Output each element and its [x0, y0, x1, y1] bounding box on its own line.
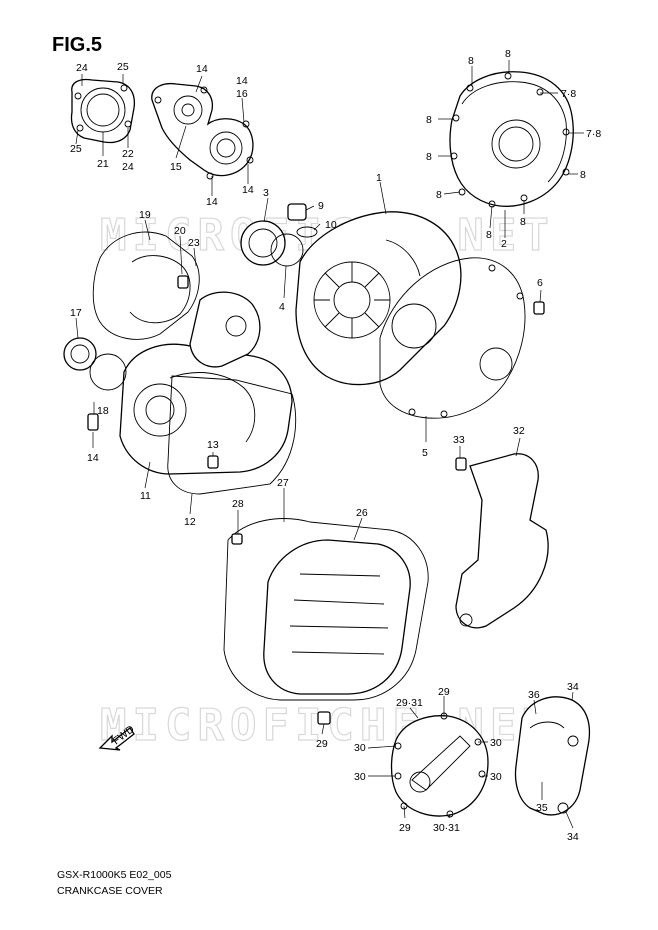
clutch-cover-part: [63, 231, 297, 495]
callout-label: 1: [376, 172, 382, 184]
starter-clutch-cover-part: [390, 712, 489, 818]
callout-label: 29: [438, 686, 450, 698]
callout-label: 24: [76, 62, 88, 74]
callout-label: 16: [236, 88, 248, 100]
callout-label: 25: [117, 61, 129, 73]
figure-title: FIG.5: [52, 34, 103, 56]
callout-label: 8: [520, 216, 526, 228]
callout-label: 30·31: [433, 822, 460, 834]
callout-labels: 24 25 25 21 22 24 14 14 16 15 14 14 8 8 …: [70, 48, 601, 843]
callout-label: 8: [580, 169, 586, 181]
callout-label: 6: [537, 277, 543, 289]
callout-label: 8: [436, 189, 442, 201]
callout-label: 23: [188, 237, 200, 249]
callout-label: 33: [453, 434, 465, 446]
pulser-cover-part: [70, 78, 136, 144]
callout-label: 7·8: [586, 128, 601, 140]
callout-label: 12: [184, 516, 196, 528]
callout-label: 29: [316, 738, 328, 750]
callout-label: 27: [277, 477, 289, 489]
callout-label: 14: [206, 196, 218, 208]
callout-label: 21: [97, 158, 109, 170]
callout-label: 30: [354, 771, 366, 783]
diagram-name: CRANKCASE COVER: [57, 885, 163, 897]
callout-label: 14: [236, 75, 248, 87]
callout-label: 4: [279, 301, 285, 313]
callout-label: 32: [513, 425, 525, 437]
callout-label: 14: [242, 184, 254, 196]
callout-label: 11: [140, 490, 151, 502]
generator-cover-part: [449, 71, 574, 208]
callout-label: 36: [528, 689, 540, 701]
callout-label: 9: [318, 200, 324, 212]
callout-label: 8: [468, 55, 474, 67]
callout-label: 19: [139, 209, 151, 221]
callout-label: 26: [356, 507, 368, 519]
callout-label: 3: [263, 187, 269, 199]
bracket-32-part: [455, 453, 549, 629]
leader-lines: [75, 60, 584, 829]
callout-label: 28: [232, 498, 244, 510]
callout-label: 22: [122, 148, 134, 160]
callout-label: 34: [567, 831, 579, 843]
water-pump-cover-part: [151, 82, 254, 180]
main-crankcase-cover-part: [295, 211, 462, 386]
diagram-code: GSX-R1000K5 E02_005: [57, 869, 172, 881]
callout-label: 5: [422, 447, 428, 459]
callout-label: 10: [325, 219, 337, 231]
callout-label: 18: [97, 405, 109, 417]
callout-label: 25: [70, 143, 82, 155]
callout-label: 7·8: [561, 88, 576, 100]
oil-filler-cap-part: [240, 203, 545, 315]
callout-label: 30: [490, 771, 502, 783]
callout-label: 20: [174, 225, 186, 237]
cover-plate-part: [514, 696, 591, 816]
callout-label: 29: [399, 822, 411, 834]
callout-label: 35: [536, 802, 548, 814]
callout-label: 30: [354, 742, 366, 754]
callout-label: 8: [426, 151, 432, 163]
callout-label: 24: [122, 161, 134, 173]
callout-label: 17: [70, 307, 82, 319]
callout-label: 8: [505, 48, 511, 60]
callout-label: 8: [486, 229, 492, 241]
callout-label: 30: [490, 737, 502, 749]
callout-label: 29·31: [396, 697, 423, 709]
magneto-cover-part: [223, 518, 429, 725]
callout-label: 14: [196, 63, 208, 75]
callout-label: 34: [567, 681, 579, 693]
callout-label: 13: [207, 439, 219, 451]
callout-label: 14: [87, 452, 99, 464]
cover-gasket-5-part: [379, 257, 526, 419]
callout-label: 8: [426, 114, 432, 126]
callout-label: 2: [501, 238, 507, 250]
callout-label: 15: [170, 161, 182, 173]
